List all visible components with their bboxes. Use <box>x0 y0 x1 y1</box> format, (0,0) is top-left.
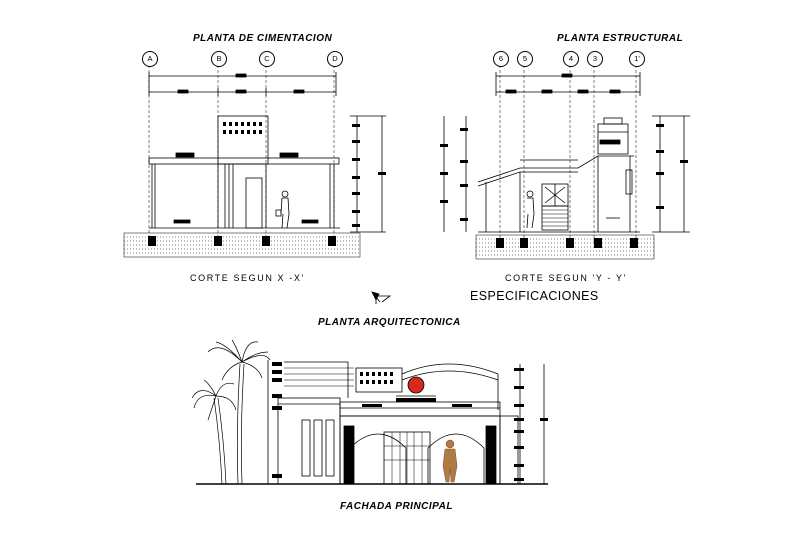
axis-bubble-4: 4 <box>563 51 579 67</box>
axis-bubble-a: A <box>142 51 158 67</box>
axis-bubble-6: 6 <box>493 51 509 67</box>
north-arrow-icon <box>371 291 392 304</box>
title-planta-cimentacion: PLANTA DE CIMENTACION <box>193 33 333 44</box>
section-x-drawing <box>123 65 386 258</box>
palm-tree-icon <box>191 339 271 485</box>
axis-bubble-3: 3 <box>587 51 603 67</box>
axis-bubble-5: 5 <box>517 51 533 67</box>
axis-bubble-1-prime: 1' <box>629 51 645 67</box>
axis-bubble-b: B <box>211 51 227 67</box>
title-planta-arquitectonica: PLANTA ARQUITECTONICA <box>318 317 461 328</box>
main-facade-drawing <box>196 360 548 485</box>
title-planta-estructural: PLANTA ESTRUCTURAL <box>557 33 684 44</box>
caption-corte-x: CORTE SEGUN X -X' <box>190 273 305 283</box>
section-y-drawing <box>440 65 690 260</box>
axis-bubble-c: C <box>259 51 275 67</box>
caption-corte-y: CORTE SEGUN 'Y - Y' <box>505 273 627 283</box>
title-fachada-principal: FACHADA PRINCIPAL <box>340 501 453 512</box>
axis-bubble-d: D <box>327 51 343 67</box>
title-especificaciones: ESPECIFICACIONES <box>470 289 599 303</box>
